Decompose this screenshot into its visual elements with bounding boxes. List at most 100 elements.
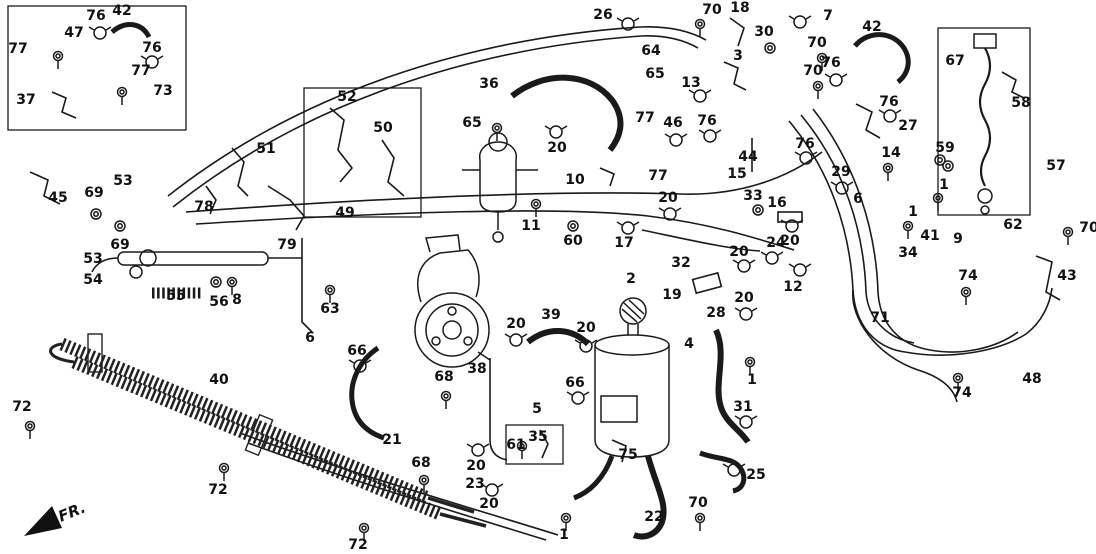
callout-23: 23 [465,476,485,492]
callout-10: 10 [565,172,585,188]
callout-27: 27 [898,118,918,134]
callout-1: 1 [559,527,569,543]
callout-24: 24 [766,235,786,251]
callout-2: 2 [626,271,636,287]
callout-18: 18 [730,0,750,16]
callout-66: 66 [347,343,367,359]
callout-60: 60 [563,233,583,249]
callout-74: 74 [952,385,972,401]
thick-hoses [110,22,911,540]
callout-59: 59 [935,140,955,156]
callout-40: 40 [209,372,229,388]
callout-11: 11 [521,218,541,234]
callout-63: 63 [320,301,340,317]
callout-53: 53 [113,173,133,189]
valve-assembly [462,132,538,243]
callout-3: 3 [733,48,743,64]
callout-69: 69 [84,185,104,201]
callout-74: 74 [958,268,978,284]
callout-20: 20 [506,316,526,332]
fr-arrow-icon [24,506,62,536]
callout-20: 20 [576,320,596,336]
callout-12: 12 [783,279,803,295]
callout-78: 78 [194,199,214,215]
callout-70: 70 [702,2,722,18]
callout-20: 20 [479,496,499,512]
callout-33: 33 [743,188,763,204]
callout-51: 51 [256,141,276,157]
callout-29: 29 [831,164,851,180]
callout-79: 79 [277,237,297,253]
callout-25: 25 [746,467,766,483]
callout-55: 55 [166,288,186,304]
callout-47: 47 [64,25,84,41]
callout-28: 28 [706,305,726,321]
callout-76: 76 [86,8,106,24]
callout-77: 77 [635,110,655,126]
callout-58: 58 [1011,95,1031,111]
callout-65: 65 [645,66,665,82]
callout-61: 61 [506,437,526,453]
callout-6: 6 [853,191,863,207]
callout-1: 1 [747,372,757,388]
callout-73: 73 [153,83,173,99]
callout-70: 70 [803,63,823,79]
callout-48: 48 [1022,371,1042,387]
callout-76: 76 [697,113,717,129]
callout-76: 76 [142,40,162,56]
callout-67: 67 [945,53,965,69]
callout-72: 72 [208,482,228,498]
callout-34: 34 [898,245,918,261]
callout-1: 1 [939,177,949,193]
callout-26: 26 [593,7,613,23]
callout-16: 16 [767,195,787,211]
callout-35: 35 [528,429,548,445]
callout-20: 20 [780,233,800,249]
callout-62: 62 [1003,217,1023,233]
callout-66: 66 [565,375,585,391]
cooler-pipes [49,333,487,528]
callout-77: 77 [131,63,151,79]
callout-20: 20 [547,140,567,156]
callout-76: 76 [795,136,815,152]
reservoir-tank [594,297,670,458]
callout-44: 44 [738,149,758,165]
bolts [24,18,1074,542]
callout-37: 37 [16,92,36,108]
brackets [29,17,1061,463]
callout-17: 17 [614,235,634,251]
callout-19: 19 [662,287,682,303]
callout-20: 20 [466,458,486,474]
callout-52: 52 [337,89,357,105]
callout-56: 56 [209,294,229,310]
callout-76: 76 [821,55,841,71]
callout-71: 71 [870,310,890,326]
callout-50: 50 [373,120,393,136]
callout-43: 43 [1057,268,1077,284]
callout-8: 8 [232,292,242,308]
callout-53: 53 [83,251,103,267]
callout-70: 70 [807,35,827,51]
callout-72: 72 [12,399,32,415]
sensor-cable [973,33,997,215]
callout-77: 77 [648,168,668,184]
callout-13: 13 [681,75,701,91]
callout-65: 65 [462,115,482,131]
callout-42: 42 [862,19,882,35]
inset-boxes [7,5,1031,465]
callout-7: 7 [823,8,833,24]
callout-5: 5 [532,401,542,417]
callout-1: 1 [908,204,918,220]
callout-42: 42 [112,3,132,19]
callout-36: 36 [479,76,499,92]
callout-54: 54 [83,272,103,288]
callout-20: 20 [734,290,754,306]
gearbox [91,249,302,299]
callout-4: 4 [684,336,694,352]
callout-30: 30 [754,24,774,40]
pump [414,234,490,368]
callout-69: 69 [110,237,130,253]
callout-9: 9 [953,231,963,247]
